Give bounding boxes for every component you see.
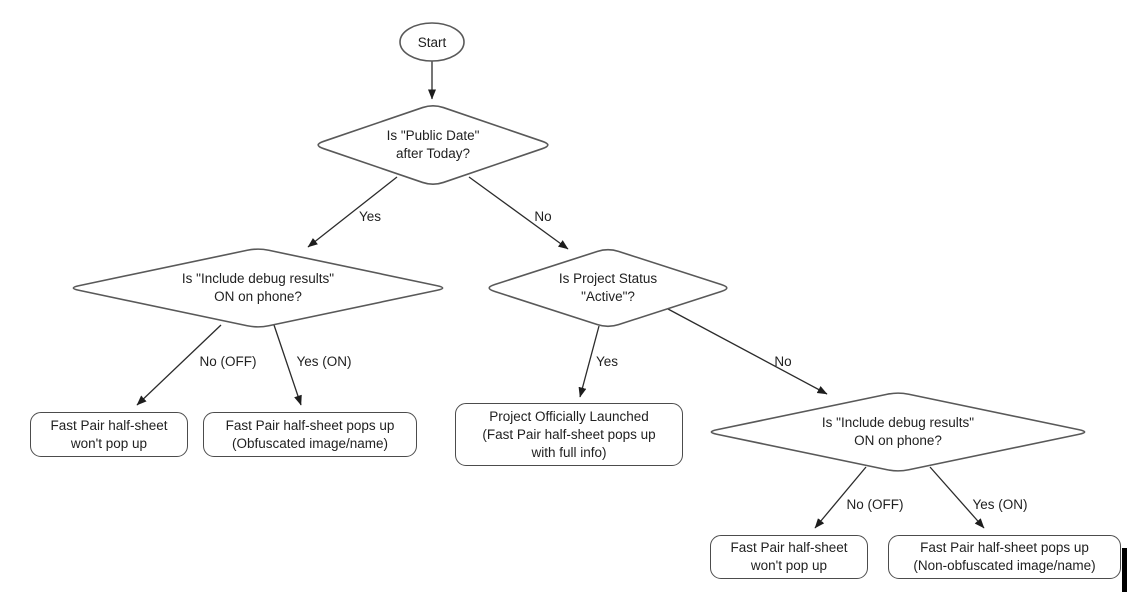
edge-debug-right-no bbox=[814, 466, 867, 529]
decision-project-status-shape bbox=[488, 248, 728, 328]
edge-label-debug-left-no: No (OFF) bbox=[199, 354, 257, 369]
decision-debug-right-label: Is "Include debug results" ON on phone? bbox=[821, 415, 975, 448]
decision-debug-left-label: Is "Include debug results" ON on phone? bbox=[181, 271, 335, 304]
result-box-no-popup-left: Fast Pair half-sheet won't pop up bbox=[30, 412, 188, 457]
decision-debug-left-shape bbox=[72, 248, 444, 328]
edge-label-debug-left-yes: Yes (ON) bbox=[296, 354, 352, 369]
result-box-obfuscated: Fast Pair half-sheet pops up (Obfuscated… bbox=[203, 412, 417, 457]
edge-public-date-no bbox=[468, 176, 569, 250]
result-box-launched: Project Officially Launched (Fast Pair h… bbox=[455, 403, 683, 466]
result-box-non-obfuscated: Fast Pair half-sheet pops up (Non-obfusc… bbox=[888, 535, 1121, 579]
edge-label-status-no: No bbox=[774, 354, 792, 369]
decision-project-status-label: Is Project Status "Active"? bbox=[558, 271, 658, 304]
edge-debug-left-no bbox=[136, 324, 222, 406]
edge-debug-right-yes bbox=[929, 466, 985, 529]
text-cursor bbox=[1122, 548, 1127, 592]
edge-label-public-date-no: No bbox=[534, 209, 552, 224]
decision-public-date-label: Is "Public Date" after Today? bbox=[386, 128, 480, 161]
start-node-shape bbox=[399, 22, 465, 62]
edge-debug-left-yes bbox=[273, 324, 302, 406]
decision-public-date-shape bbox=[317, 104, 549, 186]
edge-status-yes bbox=[578, 325, 600, 398]
edge-public-date-yes bbox=[307, 176, 398, 248]
edge-label-status-yes: Yes bbox=[595, 354, 619, 369]
result-box-no-popup-right: Fast Pair half-sheet won't pop up bbox=[710, 535, 868, 579]
edge-label-debug-right-yes: Yes (ON) bbox=[972, 497, 1028, 512]
edge-label-debug-right-no: No (OFF) bbox=[846, 497, 904, 512]
start-node-label: Start bbox=[417, 35, 447, 50]
decision-debug-right-shape bbox=[710, 392, 1086, 472]
edge-label-public-date-yes: Yes bbox=[358, 209, 382, 224]
edge-status-no bbox=[667, 308, 828, 395]
